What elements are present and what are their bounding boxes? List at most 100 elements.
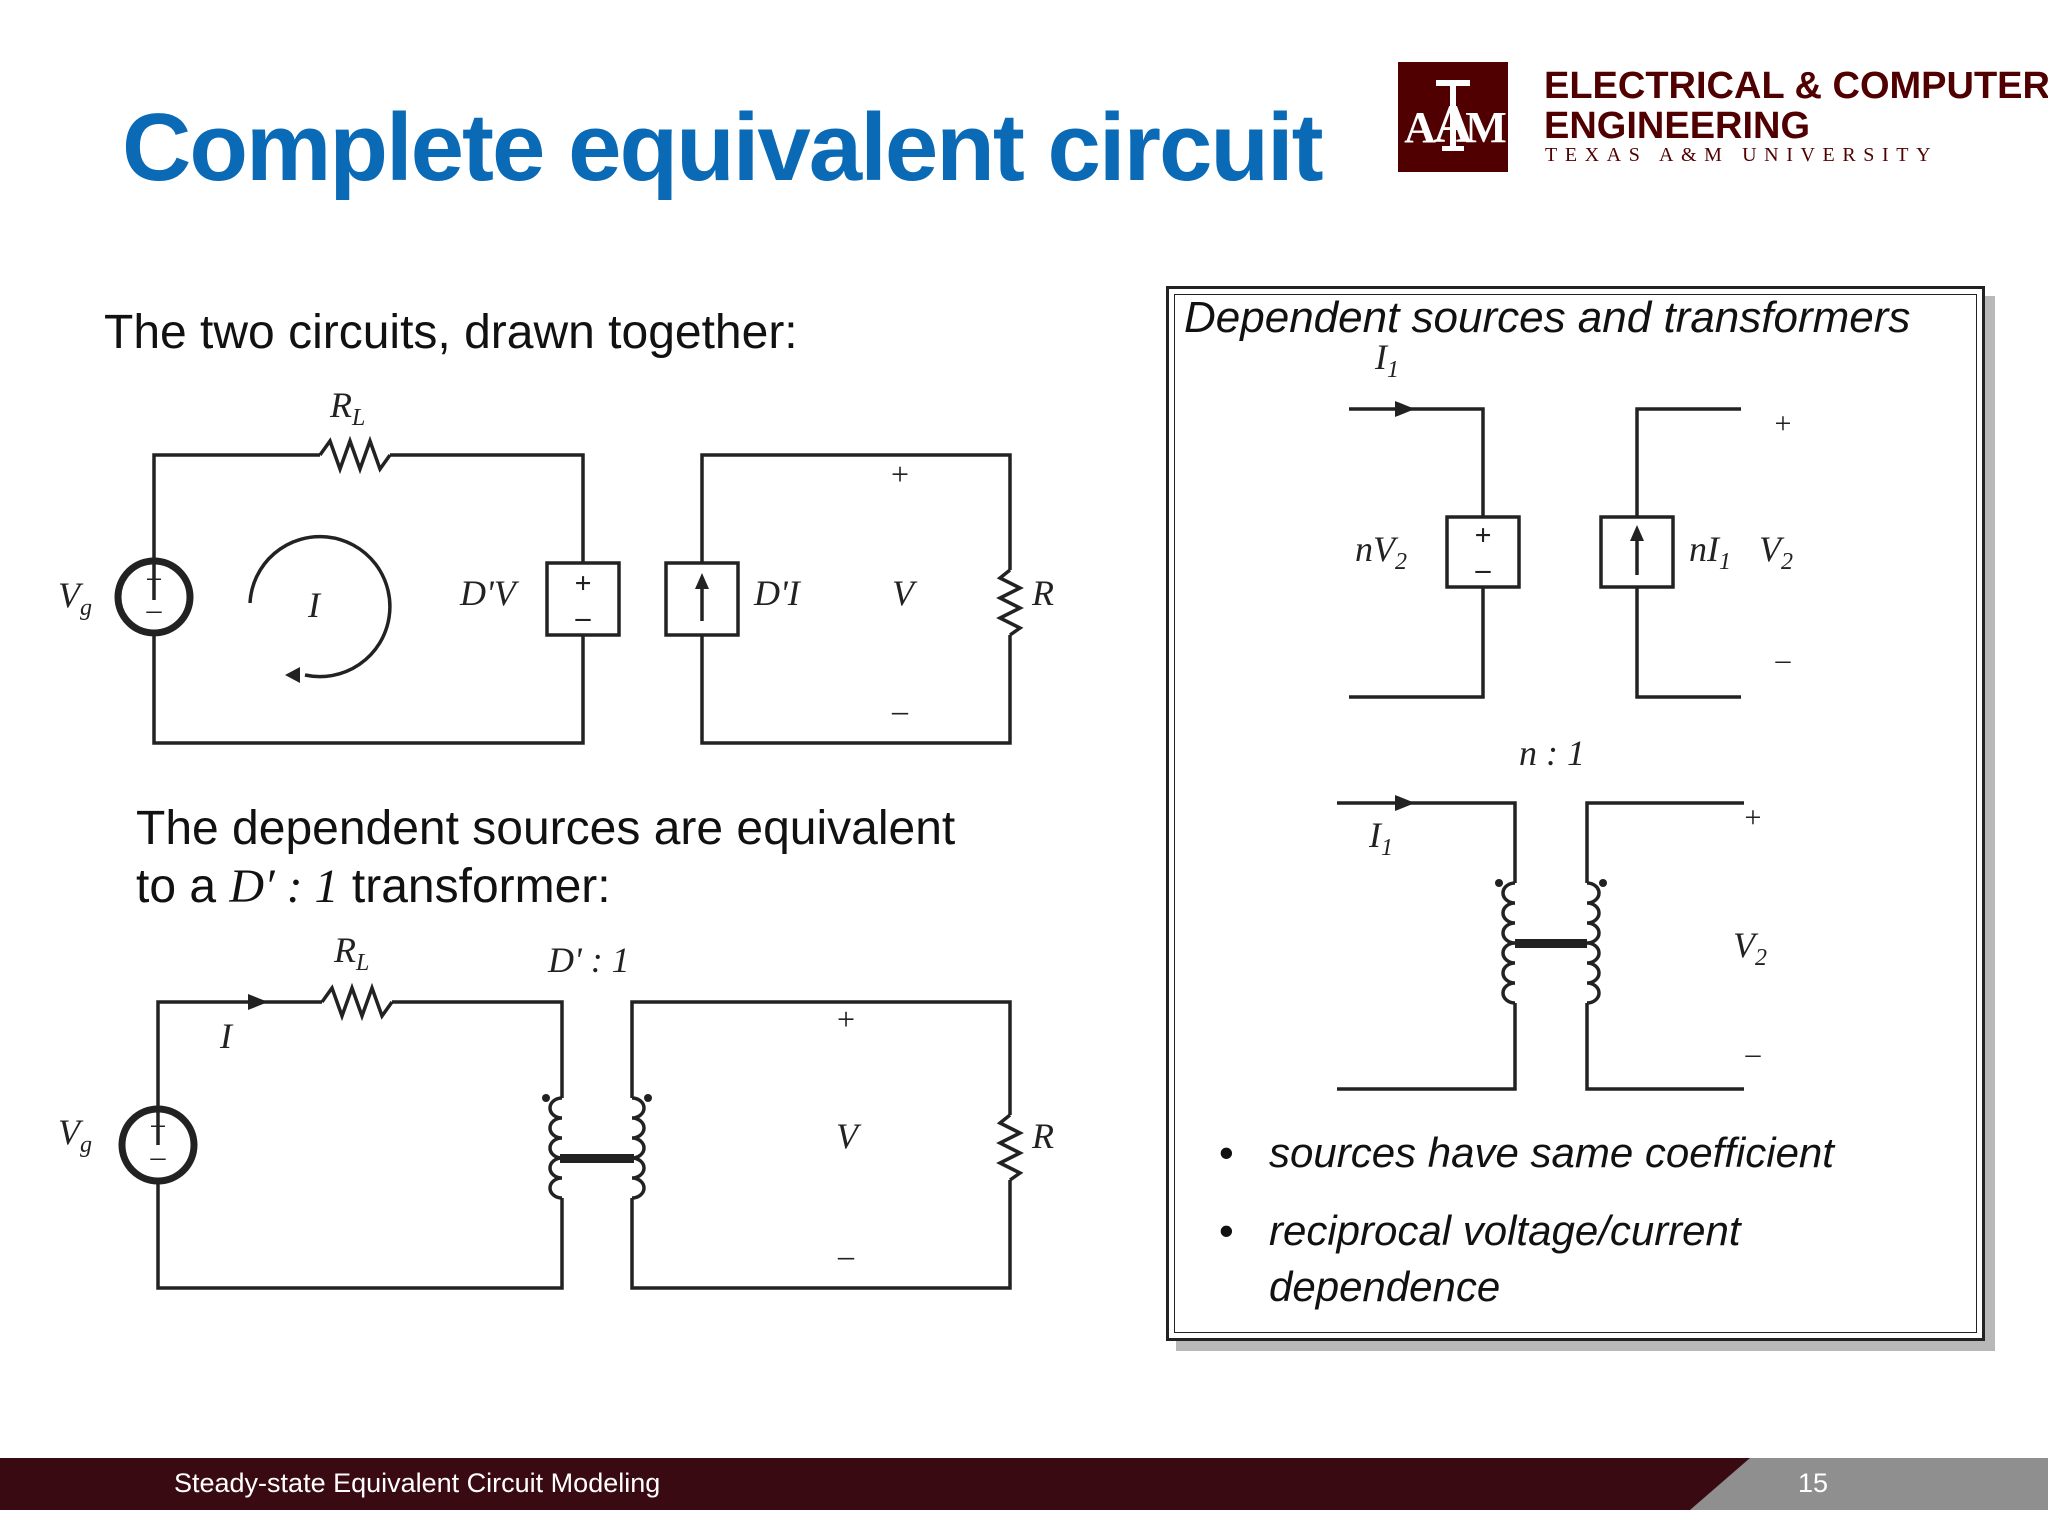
v-plus: +	[891, 456, 909, 492]
arrow-up-icon	[695, 573, 709, 589]
wire	[1337, 801, 1517, 883]
wire	[1349, 407, 1485, 517]
arrow-head-icon	[285, 667, 300, 683]
r-label: R	[1031, 1116, 1054, 1156]
current-i-label: I	[307, 585, 322, 625]
polarity-dot-icon	[644, 1094, 652, 1102]
wire	[1635, 407, 1741, 517]
v2-minus-upper: –	[1775, 643, 1792, 676]
caption-line-2-math: D′ : 1	[229, 860, 339, 913]
wire	[1337, 1003, 1517, 1091]
logo-university: TEXAS A&M UNIVERSITY	[1545, 144, 1939, 166]
nv2-plus: +	[1474, 519, 1491, 552]
svg-text:M: M	[1465, 103, 1507, 152]
resistor-r	[996, 568, 1024, 637]
tamu-ece-logo: A A M ELECTRICAL & COMPUTER ENGINEERING …	[1398, 62, 2048, 180]
v2-plus-upper: +	[1775, 407, 1792, 440]
vg-minus: –	[146, 593, 163, 626]
ratio-label: n : 1	[1519, 733, 1585, 773]
logo-line-2: ENGINEERING	[1544, 105, 1811, 147]
wire	[1585, 1003, 1744, 1091]
panel-bullet-list: • sources have same coefficient •reciproc…	[1169, 1125, 1982, 1337]
v2-label-upper: V2	[1759, 529, 1793, 575]
resistor-r	[996, 1113, 1024, 1182]
page-number: 15	[1798, 1468, 1829, 1498]
wire	[700, 635, 1012, 745]
caption-line-2-pre: to a	[136, 860, 230, 913]
polarity-dot-icon	[542, 1094, 550, 1102]
rl-label: RL	[329, 385, 365, 431]
bullet-text: sources have same coefficient	[1269, 1129, 1834, 1176]
wire	[390, 453, 585, 563]
i1-label-upper: I1	[1374, 339, 1399, 383]
bullet-item: •reciprocal voltage/current dependence	[1169, 1203, 1982, 1315]
bullet-item: • sources have same coefficient	[1169, 1125, 1982, 1181]
footer-title: Steady-state Equivalent Circuit Modeling	[174, 1468, 661, 1498]
caption-dependent-sources: The dependent sources are equivalent to …	[136, 800, 955, 916]
svg-text:A: A	[1404, 103, 1436, 152]
dv-minus: –	[575, 601, 592, 634]
polarity-dot-icon	[1495, 879, 1503, 887]
ratio-label: D' : 1	[547, 940, 630, 980]
wire	[1585, 801, 1744, 883]
panel-inner-border	[1174, 294, 1977, 1333]
wire	[1635, 587, 1741, 699]
dependent-voltage-source	[545, 561, 621, 637]
vg-plus: +	[146, 563, 163, 596]
wire	[700, 453, 1012, 570]
caption-two-circuits: The two circuits, drawn together:	[104, 306, 798, 359]
dv-label: D'V	[459, 573, 520, 613]
primary-winding	[548, 1096, 563, 1200]
slide-title: Complete equivalent circuit	[122, 94, 1324, 201]
ni1-label: nI1	[1689, 529, 1731, 575]
nv2-label: nV2	[1355, 529, 1407, 575]
rl-label: RL	[333, 930, 369, 976]
v-minus: –	[837, 1237, 855, 1273]
bullet-dot-icon: •	[1219, 1129, 1234, 1176]
vg-minus: –	[150, 1140, 167, 1173]
caption-line-2-post: transformer:	[338, 860, 611, 913]
v2-plus-lower: +	[1745, 801, 1762, 834]
r-label: R	[1031, 573, 1054, 613]
wire	[630, 1180, 1012, 1290]
footer-bar: Steady-state Equivalent Circuit Modeling…	[0, 1458, 2048, 1510]
current-i-label: I	[219, 1016, 234, 1056]
v2-label-lower: V2	[1733, 925, 1767, 971]
loop-current-arrow	[248, 534, 392, 679]
resistor-rl	[320, 982, 394, 1022]
logo-line-1: ELECTRICAL & COMPUTER	[1544, 65, 2048, 107]
logo-department: ELECTRICAL & COMPUTER ENGINEERING	[1544, 66, 2048, 146]
tamu-logo-mark: A A M	[1398, 62, 1508, 172]
v-plus: +	[837, 1001, 855, 1037]
v-label: V	[836, 1116, 862, 1156]
wire	[152, 453, 320, 600]
transformer-core	[560, 1154, 634, 1163]
arrow-right-icon	[1395, 401, 1415, 417]
arrow-right-icon	[1395, 795, 1415, 811]
voltage-source-vg	[114, 557, 194, 637]
dv-plus: +	[574, 567, 591, 600]
primary-winding	[1501, 881, 1516, 1005]
wire	[152, 635, 585, 745]
wire	[1349, 587, 1485, 699]
footer-page-tab	[1690, 1458, 2048, 1510]
arrow-up-icon	[1630, 525, 1644, 541]
secondary-winding	[1586, 881, 1601, 1005]
wire	[630, 1000, 1012, 1115]
circuit-transformer: RL D' : 1 I Vg V R + – + –	[58, 930, 1054, 1290]
atm-logo-icon: A A M	[1404, 80, 1507, 154]
polarity-dot-icon	[1599, 879, 1607, 887]
vg-plus: +	[150, 1110, 167, 1143]
v-label: V	[892, 573, 918, 613]
resistor-rl	[318, 435, 392, 475]
bullet-dot-icon: •	[1219, 1207, 1234, 1254]
vg-label: Vg	[58, 1112, 92, 1158]
circuit-dependent-sources: RL Vg I D'V D'I V R + – + – + –	[58, 385, 1054, 745]
v2-minus-lower: –	[1745, 1037, 1762, 1070]
panel-title: Dependent sources and transformers	[1184, 293, 1911, 342]
dependent-sources-panel: Dependent sources and transformers I1	[1166, 286, 1985, 1341]
secondary-winding	[631, 1096, 646, 1200]
caption-line-1: The dependent sources are equivalent	[136, 802, 956, 855]
di-label: D'I	[753, 573, 802, 613]
i1-label-lower: I1	[1368, 815, 1393, 861]
